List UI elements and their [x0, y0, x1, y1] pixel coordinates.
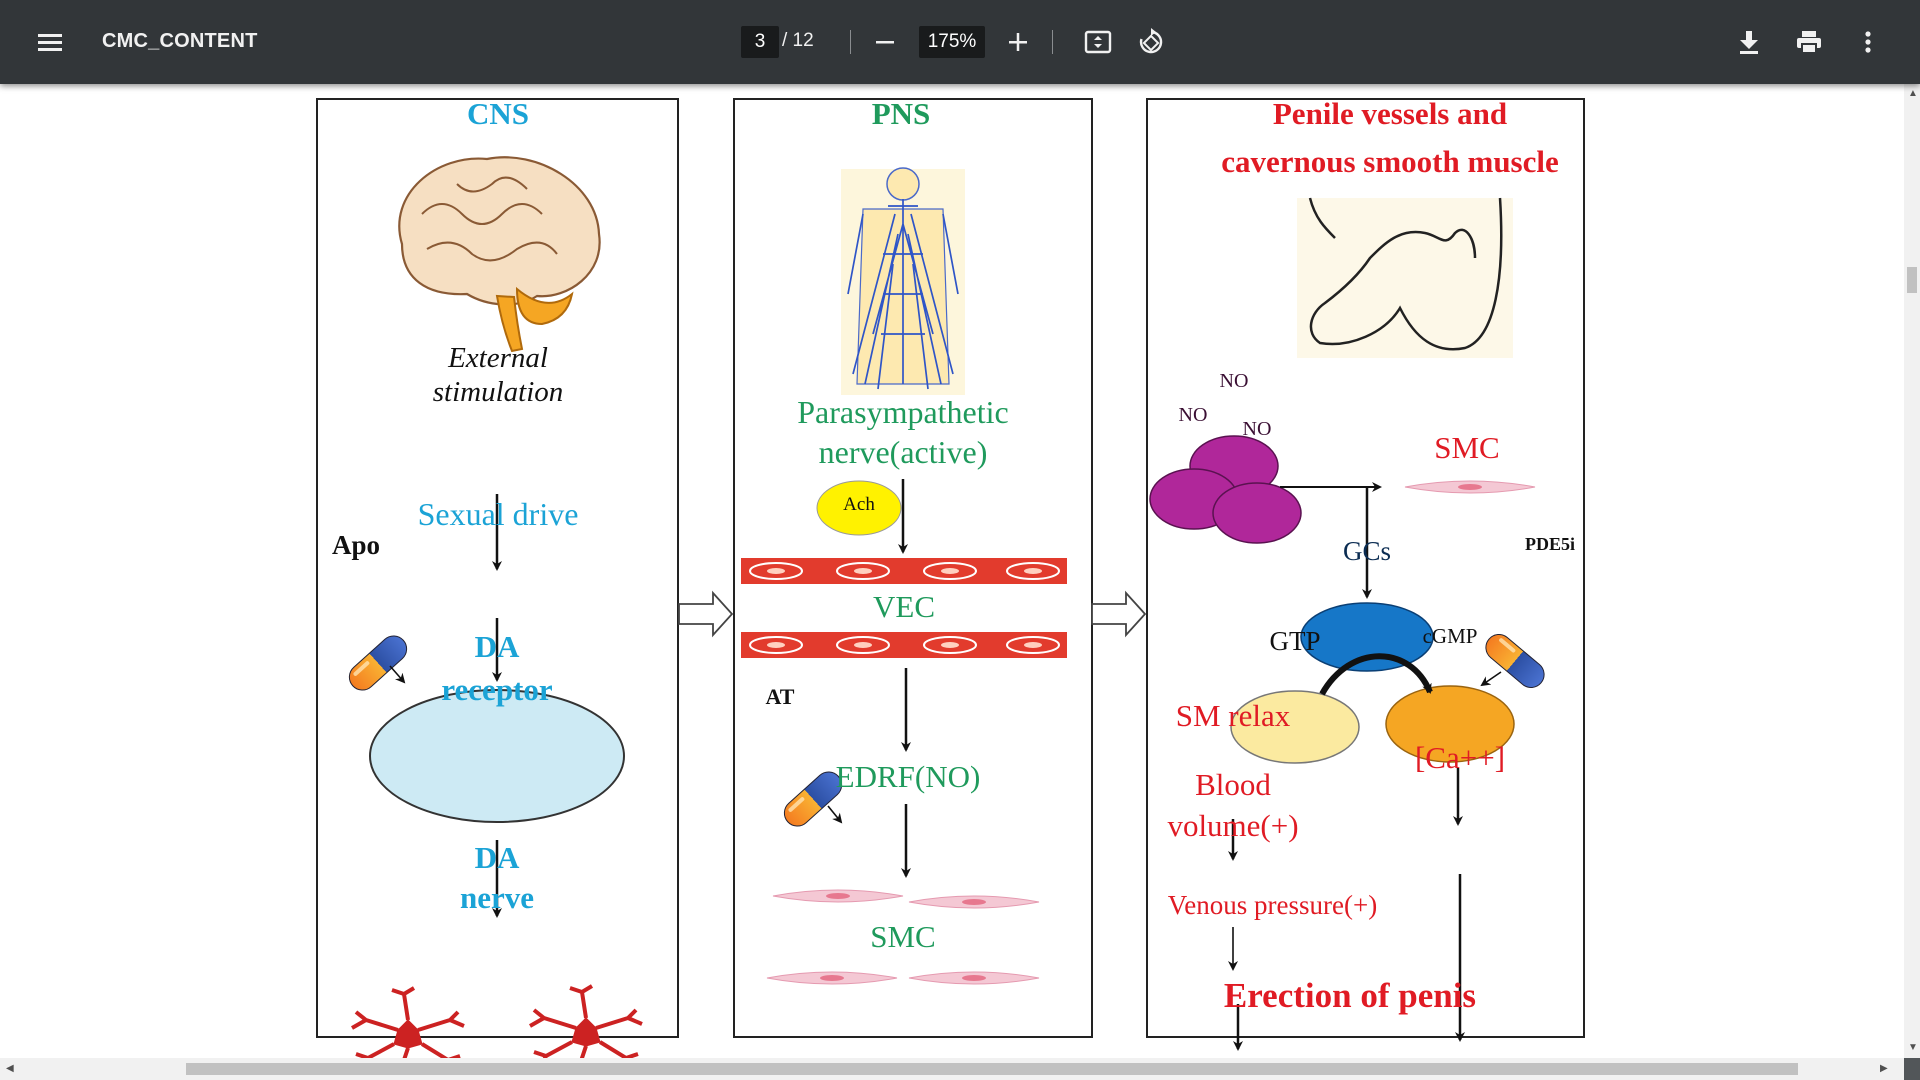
fit-to-page-button[interactable]: [1076, 20, 1120, 64]
parasympathetic-line1: Parasympathetic: [797, 394, 1009, 430]
menu-button[interactable]: [28, 20, 72, 64]
penile-title-line1: Penile vessels and: [1272, 96, 1508, 131]
sexual-drive-label: Sexual drive: [417, 496, 579, 532]
at-label: AT: [765, 684, 795, 709]
gtp-molecule: [1230, 690, 1360, 764]
penile-smc-label: SMC: [1434, 430, 1500, 465]
zoom-out-button[interactable]: [863, 20, 907, 64]
download-icon: [1740, 31, 1758, 54]
more-actions-button[interactable]: [1846, 20, 1890, 64]
da-nerve-line1: DA: [474, 840, 520, 875]
toolbar-divider: [1052, 30, 1053, 54]
print-button[interactable]: [1787, 20, 1831, 64]
no-label: NO: [1242, 418, 1272, 440]
print-icon: [1797, 31, 1821, 54]
nervous-system-icon: [841, 167, 965, 395]
da-nerve-line2: nerve: [459, 880, 535, 915]
blood-volume-line1: Blood: [1195, 767, 1271, 802]
horizontal-scrollbar[interactable]: ◀ ▶: [0, 1058, 1904, 1080]
more-vert-icon: [1865, 31, 1871, 53]
fit-page-icon: [1084, 30, 1112, 54]
scroll-up-icon[interactable]: ▲: [1908, 88, 1918, 99]
ach-label: Ach: [843, 494, 875, 515]
penile-title-line2: cavernous smooth muscle: [1221, 144, 1559, 179]
no-label: NO: [1219, 370, 1249, 392]
gtp-label: GTP: [1269, 626, 1321, 656]
pde5i-label: PDE5i: [1524, 534, 1575, 554]
external-stimulation-line2: stimulation: [432, 376, 564, 408]
rotate-button[interactable]: [1129, 20, 1173, 64]
vertical-scrollbar[interactable]: ▲ ▼: [1904, 84, 1920, 1058]
venous-pressure-label: Venous pressure(+): [1167, 890, 1378, 920]
cgmp-label: cGMP: [1422, 624, 1478, 648]
download-button[interactable]: [1727, 20, 1771, 64]
menu-icon: [38, 34, 62, 51]
horizontal-scroll-thumb[interactable]: [186, 1063, 1798, 1075]
cgmp-molecule: [1385, 685, 1515, 763]
da-receptor-ellipse: [369, 689, 625, 823]
parasympathetic-line2: nerve(active): [818, 434, 988, 470]
plus-icon: [1009, 33, 1027, 51]
apo-label: Apo: [331, 530, 380, 560]
external-stimulation-line1: External: [448, 342, 548, 374]
cns-title: CNS: [466, 96, 529, 131]
erection-label: Erection of penis: [1223, 976, 1477, 1015]
vec-label: VEC: [873, 589, 935, 624]
scroll-right-icon[interactable]: ▶: [1880, 1063, 1888, 1074]
vertical-scroll-thumb[interactable]: [1907, 267, 1917, 293]
panel-connector-arrow: [1091, 590, 1147, 638]
calcium-label: [Ca++]: [1414, 740, 1506, 775]
scroll-left-icon[interactable]: ◀: [6, 1063, 14, 1074]
toolbar-divider: [850, 30, 851, 54]
panel-connector-arrow: [678, 590, 734, 638]
scroll-down-icon[interactable]: ▼: [1908, 1042, 1918, 1053]
zoom-level-input[interactable]: 175%: [919, 26, 985, 58]
brain-icon: [398, 156, 601, 353]
pns-title: PNS: [871, 96, 931, 131]
pns-smc-label: SMC: [870, 919, 936, 954]
minus-icon: [876, 41, 894, 44]
sm-relax-label: SM relax: [1175, 698, 1291, 733]
page-number-input[interactable]: 3: [741, 26, 779, 58]
da-receptor-line1: DA: [474, 629, 520, 664]
no-molecule: [1212, 482, 1302, 544]
gcs-enzyme: [1300, 602, 1434, 672]
penis-illustration: [1297, 197, 1513, 358]
document-viewport: CNS External stimulation Sexual drive Ap…: [0, 84, 1904, 1058]
page-total: / 12: [782, 30, 814, 51]
blood-volume-line2: volume(+): [1167, 808, 1299, 843]
no-label: NO: [1178, 404, 1208, 426]
da-receptor-line2: receptor: [441, 672, 553, 707]
edrf-label: EDRF(NO): [835, 759, 981, 794]
pdf-toolbar: CMC_CONTENT 3 / 12 175%: [0, 0, 1920, 84]
document-title: CMC_CONTENT: [102, 30, 258, 52]
gcs-label: GCs: [1342, 536, 1391, 566]
zoom-in-button[interactable]: [996, 20, 1040, 64]
figure-graphics: [316, 98, 1585, 1058]
rotate-icon: [1139, 28, 1163, 54]
ach-circle: [816, 480, 902, 536]
